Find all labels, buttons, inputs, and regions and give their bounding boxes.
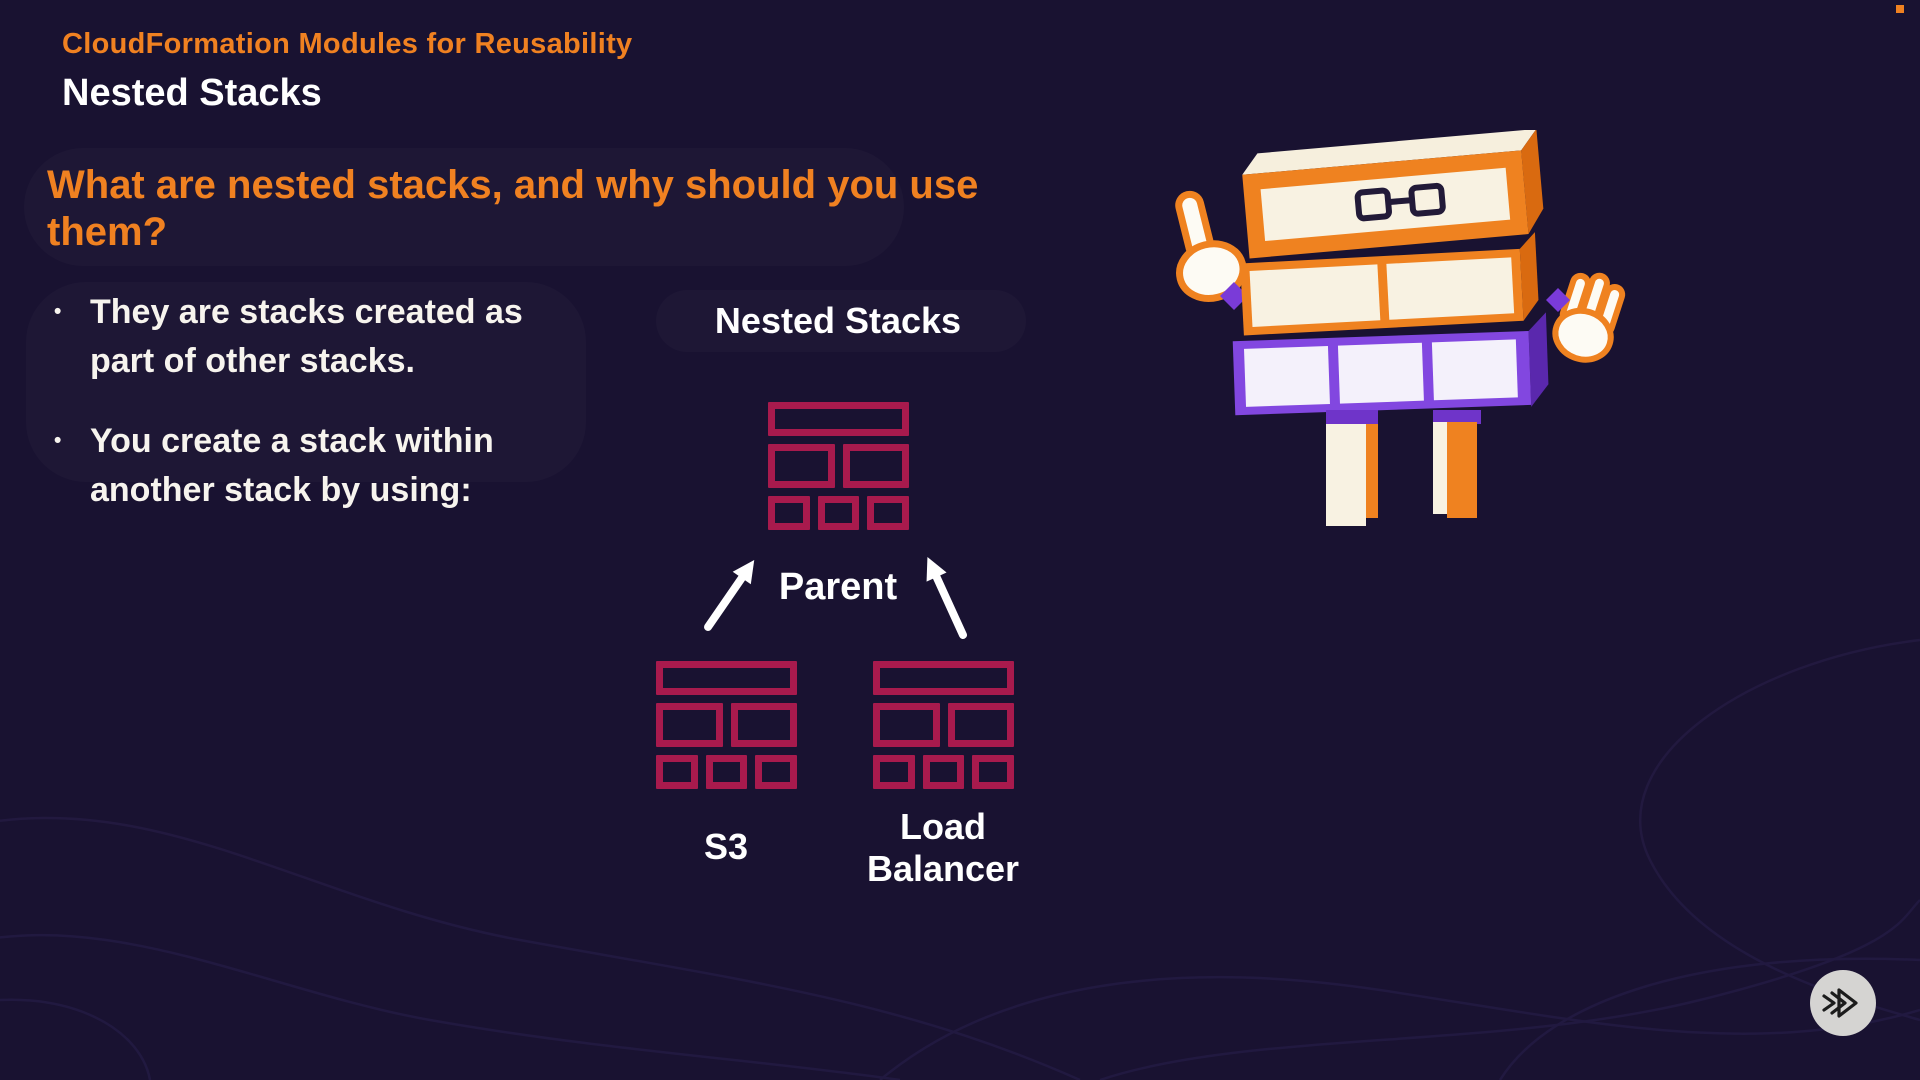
brick-row — [873, 661, 1014, 695]
play-chevrons-icon — [1822, 988, 1858, 1018]
brick — [867, 496, 910, 530]
brick — [730, 703, 797, 747]
bullet-item: They are stacks created as part of other… — [50, 288, 570, 387]
brick-character-mascot — [1175, 130, 1626, 526]
brick — [947, 703, 1014, 747]
brick — [768, 496, 810, 530]
course-kicker: CloudFormation Modules for Reusability — [62, 28, 633, 60]
brick — [817, 496, 860, 530]
brick — [768, 402, 909, 436]
pluralsight-play-logo — [1810, 970, 1876, 1036]
brick — [755, 755, 798, 789]
page-title: Nested Stacks — [62, 72, 322, 114]
brick — [972, 755, 1015, 789]
brick — [656, 661, 797, 695]
brick-row — [656, 661, 797, 695]
mascot-left-hand-icon — [1175, 190, 1247, 302]
bullet-list: They are stacks created as part of other… — [50, 288, 570, 545]
brick — [842, 444, 909, 488]
brick-row — [656, 703, 797, 747]
brick — [922, 755, 965, 789]
mascot-left-diamond — [1220, 282, 1248, 310]
brick-row — [768, 402, 909, 436]
brick — [705, 755, 748, 789]
brick — [873, 661, 1014, 695]
corner-orange-dot — [1896, 5, 1904, 13]
mascot-right-hand-icon — [1552, 272, 1626, 363]
s3-stack-label: S3 — [703, 826, 749, 867]
brick — [873, 755, 915, 789]
mascot-right-diamond — [1546, 288, 1570, 312]
brick-row — [873, 703, 1014, 747]
loadbalancer-brick-stack-icon — [873, 661, 1015, 789]
parent-brick-stack-icon — [768, 402, 910, 530]
brick — [873, 703, 940, 747]
brick-row — [768, 444, 909, 488]
mascot-purple-row — [1232, 312, 1549, 416]
brick — [656, 703, 723, 747]
mascot-legs — [1326, 410, 1481, 526]
brick — [656, 755, 698, 789]
question-heading: What are nested stacks, and why should y… — [47, 163, 979, 255]
mascot-glasses-icon — [1354, 182, 1446, 222]
s3-brick-stack-icon — [656, 661, 798, 789]
parent-stack-label: Parent — [778, 566, 898, 608]
brick-row — [768, 496, 910, 530]
bullet-text: They are stacks created as part of other… — [90, 293, 523, 381]
brick-row — [873, 755, 1015, 789]
bullet-item: You create a stack within another stack … — [50, 417, 570, 516]
bullet-text: You create a stack within another stack … — [90, 421, 494, 509]
loadbalancer-stack-label: Load Balancer — [866, 806, 1020, 889]
brick — [768, 444, 835, 488]
diagram-title: Nested Stacks — [714, 300, 962, 341]
mascot-head-brick — [1242, 130, 1544, 259]
brick-row — [656, 755, 798, 789]
mascot-middle-row — [1240, 232, 1539, 336]
